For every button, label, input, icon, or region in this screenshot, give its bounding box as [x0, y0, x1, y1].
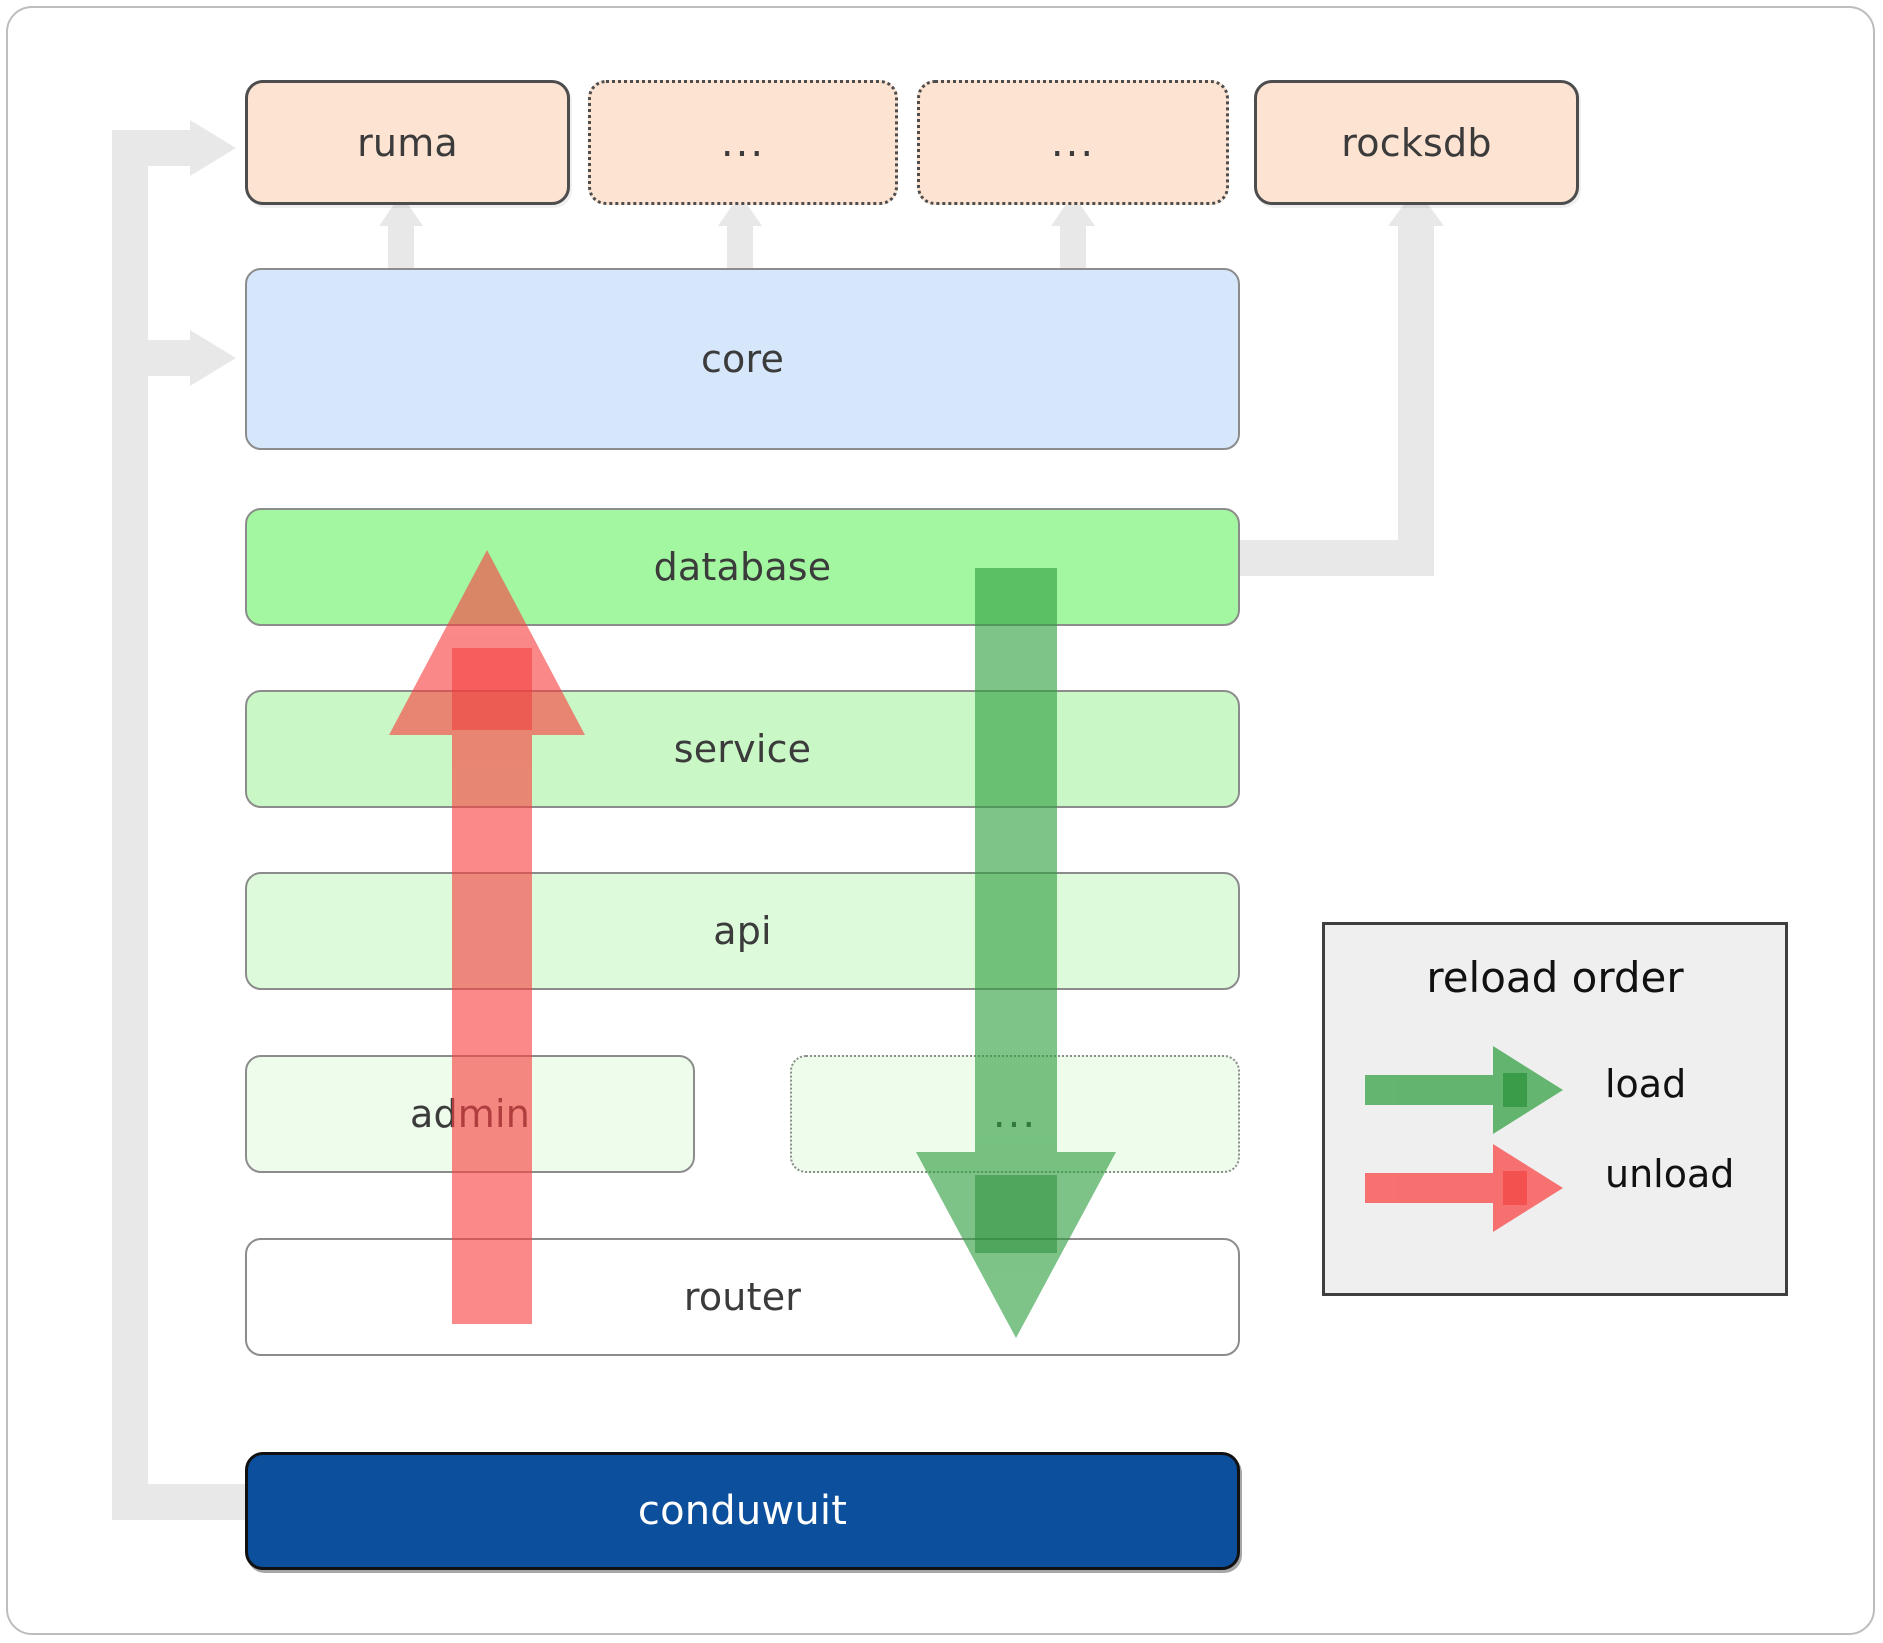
node-api-label: api: [713, 909, 772, 953]
node-row-placeholder[interactable]: ...: [790, 1055, 1240, 1173]
node-ruma-label: ruma: [357, 120, 458, 165]
node-ruma[interactable]: ruma: [245, 80, 570, 205]
node-row-placeholder-label: ...: [992, 1091, 1038, 1137]
node-api[interactable]: api: [245, 872, 1240, 990]
node-service[interactable]: service: [245, 690, 1240, 808]
node-router[interactable]: router: [245, 1238, 1240, 1356]
node-admin-label: admin: [409, 1092, 531, 1136]
node-conduwuit-label: conduwuit: [637, 1488, 848, 1534]
legend-arrows: [1365, 1046, 1563, 1232]
diagram-frame: [6, 6, 1875, 1635]
node-router-label: router: [683, 1275, 802, 1319]
node-lib-placeholder-2-label: ...: [1050, 119, 1096, 166]
legend-load-arrow: [1365, 1046, 1563, 1134]
node-database-label: database: [653, 545, 832, 589]
node-conduwuit[interactable]: conduwuit: [245, 1452, 1240, 1570]
node-lib-placeholder-1[interactable]: ...: [588, 80, 898, 205]
node-admin[interactable]: admin: [245, 1055, 695, 1173]
legend-panel: reload order load unload: [1322, 922, 1788, 1296]
legend-label-load: load: [1605, 1062, 1687, 1106]
node-core-label: core: [700, 337, 785, 381]
node-lib-placeholder-2[interactable]: ...: [917, 80, 1229, 205]
legend-unload-arrow-overlap: [1503, 1171, 1527, 1205]
legend-unload-arrow: [1365, 1144, 1563, 1232]
legend-title: reload order: [1426, 953, 1684, 1002]
node-service-label: service: [673, 727, 812, 771]
node-rocksdb-label: rocksdb: [1341, 120, 1492, 165]
node-lib-placeholder-1-label: ...: [720, 119, 766, 166]
node-database[interactable]: database: [245, 508, 1240, 626]
legend-load-arrow-overlap: [1503, 1073, 1527, 1107]
node-core[interactable]: core: [245, 268, 1240, 450]
legend-label-unload: unload: [1605, 1152, 1735, 1196]
node-rocksdb[interactable]: rocksdb: [1254, 80, 1579, 205]
